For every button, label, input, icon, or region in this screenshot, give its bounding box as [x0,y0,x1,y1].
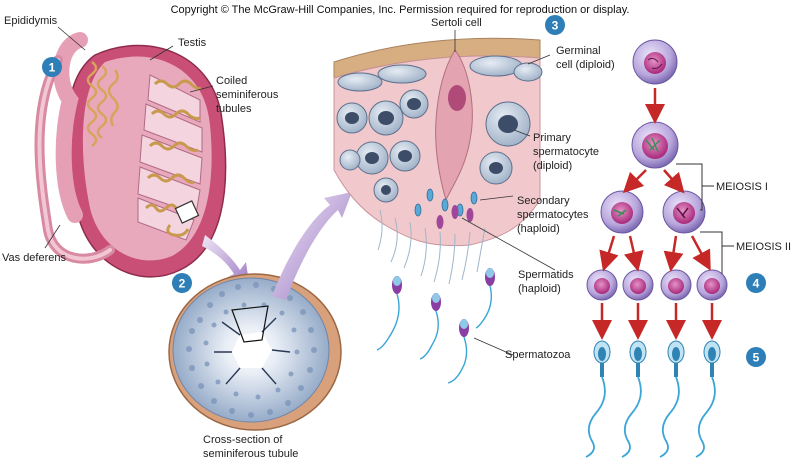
arrow-cross-section-to-tissue [272,192,352,300]
step-marker-1: 1 [42,57,62,77]
label-testis: Testis [178,37,207,49]
testis-illustration [34,32,227,278]
spermatid-row [586,269,728,301]
label-cross-section-line1: Cross-section of [203,434,283,446]
label-secondary-line3: (haploid) [517,223,560,235]
step-4-circle [746,273,766,293]
step-1-number: 1 [49,61,56,75]
label-coiled-line3: tubules [216,103,252,115]
label-primary-line1: Primary [533,132,571,144]
label-cross-section-line2: seminiferous tubule [203,448,298,460]
label-spermatids-line1: Spermatids [518,269,574,281]
label-meiosis-1: MEIOSIS I [716,181,768,193]
meiosis-brackets [676,163,734,274]
label-secondary-line1: Secondary [517,195,570,207]
cross-section-illustration [168,273,342,431]
step-3-number: 3 [552,19,559,33]
step-4-number: 4 [753,277,760,291]
step-1-circle [42,57,62,77]
step-5-number: 5 [753,351,760,365]
label-meiosis-2: MEIOSIS II [736,241,791,253]
meiosis-sequence [585,39,734,458]
step-marker-2: 2 [172,273,192,293]
spermatozoa-row [585,340,721,458]
label-germinal-line1: Germinal [556,45,601,57]
step-2-circle [172,273,192,293]
label-secondary-line2: spermatocytes [517,209,589,221]
label-germinal-line2: cell (diploid) [556,59,615,71]
step-5-circle [746,347,766,367]
red-progression-arrows [592,88,722,340]
copyright-notice: Copyright © The McGraw-Hill Companies, I… [171,4,630,16]
label-vas-deferens: Vas deferens [2,252,67,264]
step-marker-4: 4 [746,273,766,293]
label-spermatozoa: Spermatozoa [505,349,571,361]
tubule-wall-tissue [333,37,543,285]
testis-leader-lines [44,26,214,249]
label-spermatids-line2: (haploid) [518,283,561,295]
label-sertoli-cell: Sertoli cell [431,17,482,29]
label-epididymis: Epididymis [4,15,58,27]
step-marker-5: 5 [746,347,766,367]
label-primary-line2: spermatocyte [533,146,599,158]
step-marker-3: 3 [545,15,565,35]
free-spermatozoa [376,268,495,384]
step-2-number: 2 [179,277,186,291]
step-3-circle [545,15,565,35]
label-coiled-line1: Coiled [216,75,247,87]
tissue-leader-lines [454,30,556,356]
label-primary-line3: (diploid) [533,160,572,172]
label-coiled-line2: seminiferous [216,89,279,101]
